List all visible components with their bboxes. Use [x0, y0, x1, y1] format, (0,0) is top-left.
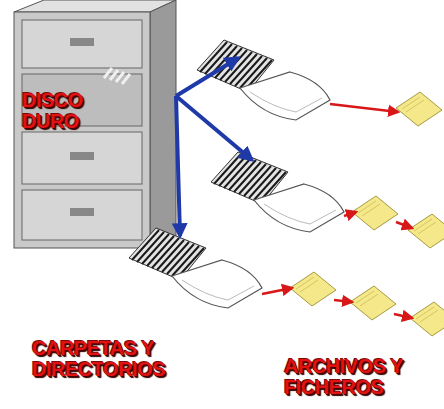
card-tray: [129, 228, 262, 308]
cabinet-top: [14, 0, 176, 12]
red-arrow: [330, 104, 398, 112]
file-card: [352, 196, 398, 230]
blue-arrow: [176, 96, 252, 160]
drawer-folders: [104, 68, 130, 84]
cabinet-front: [14, 12, 150, 248]
red-arrow: [262, 288, 292, 294]
node-label: DISCO DURO: [22, 90, 112, 132]
file-card: [350, 286, 396, 320]
blue-arrow: [176, 58, 238, 96]
drawer-handle: [70, 208, 94, 216]
card-tray: [197, 40, 330, 120]
red-arrow: [396, 222, 412, 228]
drawer: [22, 190, 142, 240]
file-card: [410, 302, 444, 336]
blue-arrow: [176, 96, 180, 236]
red-arrow: [344, 212, 356, 216]
caption-label: ARCHIVOS Y FICHEROS: [284, 356, 442, 398]
drawer-handle: [70, 152, 94, 160]
drawer: [22, 132, 142, 184]
cabinet-side: [150, 0, 176, 248]
hard-disk-cabinet: DISCO DURO: [14, 12, 150, 248]
file-card: [396, 92, 442, 126]
red-arrow: [334, 300, 352, 302]
drawer-handle: [70, 38, 94, 46]
caption-label: CARPETAS Y DIRECTORIOS: [32, 338, 207, 380]
file-card: [408, 214, 444, 248]
red-arrow: [394, 314, 412, 318]
drawer: [22, 20, 142, 68]
card-tray: [211, 152, 344, 232]
file-card: [290, 272, 336, 306]
